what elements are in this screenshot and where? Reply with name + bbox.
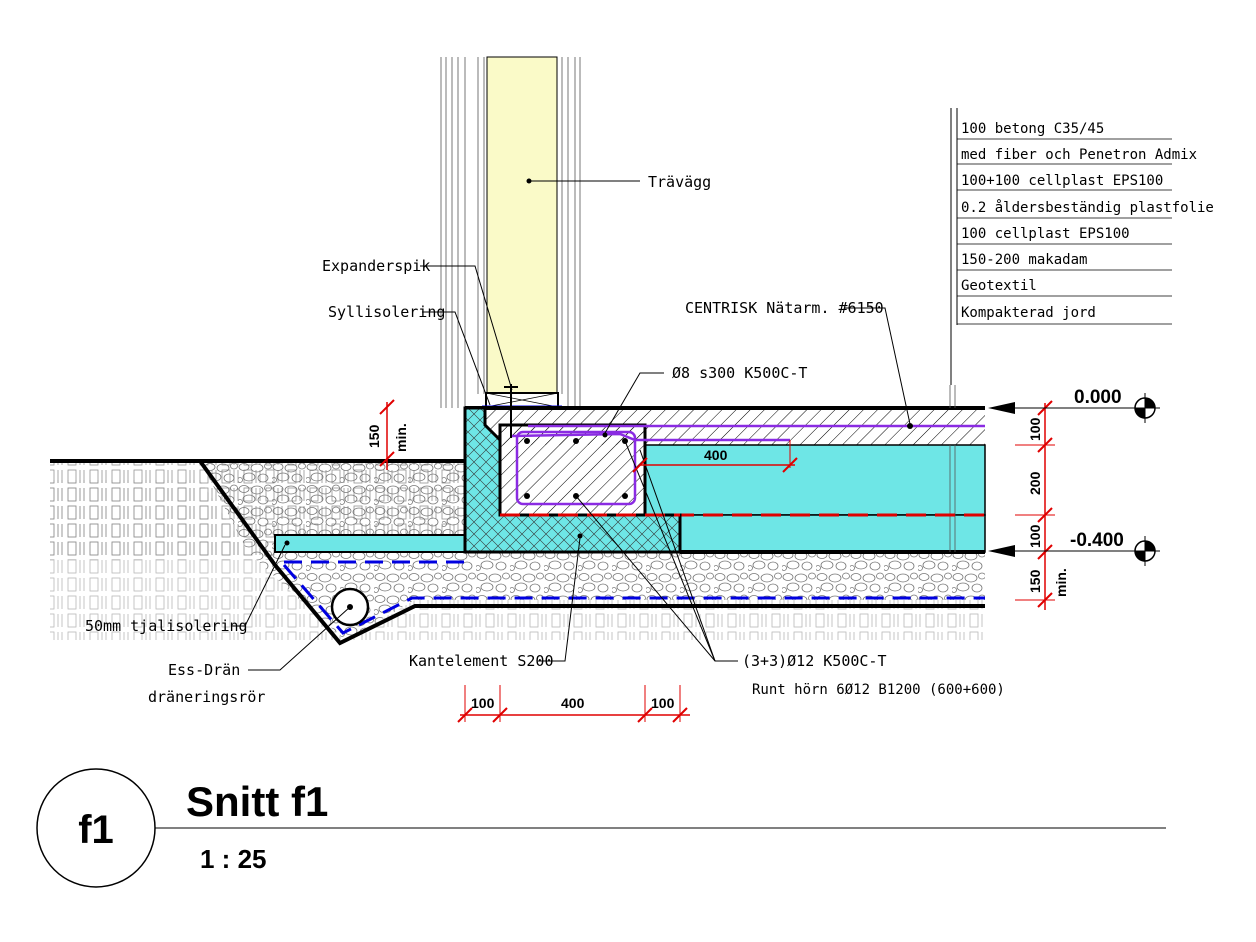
dim-bottom-100a: 100 bbox=[471, 695, 495, 711]
layer-row: Geotextil bbox=[961, 278, 1037, 294]
label-kantelement: Kantelement S200 bbox=[409, 652, 554, 670]
dim-left-min: min. bbox=[393, 423, 409, 452]
frost-insulation bbox=[274, 534, 466, 553]
annotations: Trävägg Expanderspik Syllisolering CENTR… bbox=[85, 173, 1005, 706]
level-marker-bottom: -0.400 bbox=[988, 530, 1160, 566]
dim-right-150: 150 bbox=[1027, 569, 1043, 593]
layer-row: med fiber och Penetron Admix bbox=[961, 147, 1197, 163]
concrete-slab bbox=[465, 406, 986, 554]
layer-row: 100 betong C35/45 bbox=[961, 121, 1104, 137]
title-block: f1 Snitt f1 1 : 25 bbox=[36, 768, 1166, 888]
dim-bottom-100b: 100 bbox=[651, 695, 675, 711]
label-rebar-corner: Runt hörn 6Ø12 B1200 (600+600) bbox=[752, 682, 1005, 698]
label-ess-dran: Ess-Drän bbox=[168, 661, 240, 679]
label-rebar-main: (3+3)Ø12 K500C-T bbox=[742, 652, 887, 670]
layer-table: 100 betong C35/45 med fiber och Penetron… bbox=[950, 108, 1214, 385]
title-scale: 1 : 25 bbox=[200, 844, 267, 874]
dim-bottom-400: 400 bbox=[561, 695, 585, 711]
dim-left-150: 150 bbox=[366, 424, 382, 448]
layer-row: 0.2 åldersbeständig plastfolie bbox=[961, 199, 1214, 216]
dim-right-min: min. bbox=[1053, 568, 1069, 597]
label-syllisolering: Syllisolering bbox=[328, 303, 445, 321]
level-top: 0.000 bbox=[1074, 387, 1122, 408]
label-natarm: CENTRISK Nätarm. #6150 bbox=[685, 299, 884, 317]
label-draneringsror: dräneringsrör bbox=[148, 688, 265, 706]
label-tjalisolering: 50mm tjalisolering bbox=[85, 617, 248, 635]
layer-row: 150-200 makadam bbox=[961, 252, 1087, 268]
dim-right-100b: 100 bbox=[1027, 524, 1043, 548]
title-tag: f1 bbox=[78, 808, 114, 852]
level-marker-top: 0.000 bbox=[988, 387, 1160, 423]
layer-row: Kompakterad jord bbox=[961, 305, 1096, 321]
dimensions: 150 min. 400 100 200 100 150 min. 100 bbox=[366, 399, 1069, 723]
dim-right-100a: 100 bbox=[1027, 417, 1043, 441]
layer-row: 100 cellplast EPS100 bbox=[961, 226, 1130, 242]
label-travagg: Trävägg bbox=[648, 173, 711, 191]
label-expanderspik: Expanderspik bbox=[322, 257, 430, 275]
edge-element bbox=[463, 406, 682, 554]
level-bottom: -0.400 bbox=[1070, 530, 1124, 551]
rebar bbox=[511, 423, 985, 506]
label-rebar-top: Ø8 s300 K500C-T bbox=[672, 364, 807, 382]
title-text: Snitt f1 bbox=[186, 778, 328, 825]
dim-beam-400: 400 bbox=[704, 447, 728, 463]
dim-right-200: 200 bbox=[1027, 471, 1043, 495]
layer-row: 100+100 cellplast EPS100 bbox=[961, 173, 1163, 189]
timber-wall bbox=[440, 56, 581, 438]
ground bbox=[50, 459, 985, 646]
